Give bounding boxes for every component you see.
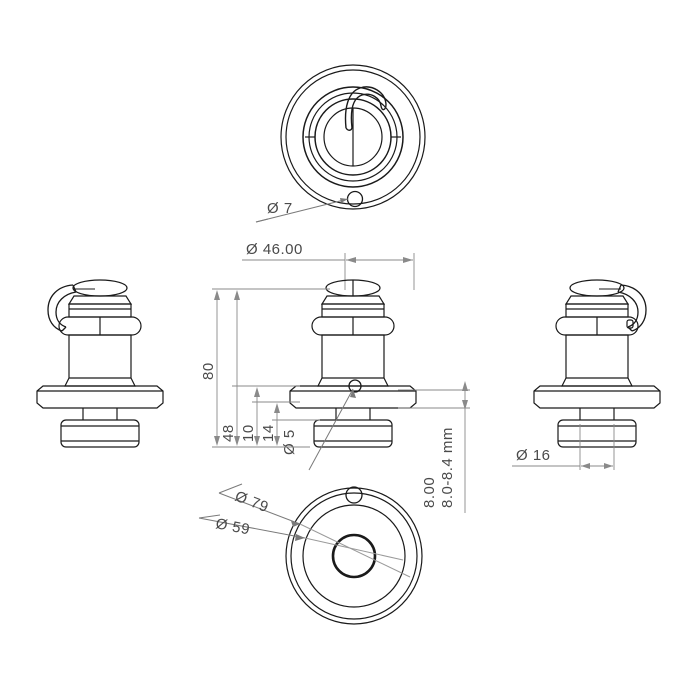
top-plan-view [280,64,426,210]
dia59-arrowhead [295,534,305,541]
left-side-view [36,279,164,448]
left-hook-bottom-cap [61,326,67,332]
dim-dia-7: Ø 7 [267,200,293,217]
dia46-arrow-right [403,257,413,263]
dim-80-arrow-bottom [214,436,220,446]
left-flange [36,385,164,409]
top-hook-foot [345,127,353,131]
top-outer-rim-circle [280,64,426,210]
dia79-arrowhead [291,521,300,527]
dim-14-arrow-top [274,403,280,413]
top-outer-rim-inner-circle [285,69,421,205]
dia5-leader-line [308,388,354,471]
dia59-leader [198,514,404,561]
top-hook-tip [380,103,387,111]
dia59-leader-shoulder [198,514,221,519]
dia79-chord-line [299,523,411,578]
dia46-arrow-left [346,257,356,263]
dia59-leader-line [198,517,306,539]
dim-height-10: 10 [240,424,257,442]
dim-dia-16: Ø 16 [516,447,551,464]
dia7-leader [255,198,349,223]
center-bottom-puck [313,419,393,448]
dia16-arrow-right [604,463,613,469]
vertical-dimension-stack [212,288,330,448]
dim-thickness-range: 8.0-8.4 mm [439,427,456,508]
right-flange [533,385,661,409]
dia7-leader-line [255,198,349,223]
dim-14-arrow-bottom [274,436,280,446]
right-hook-outer-path [620,284,647,332]
top-cap-circle [302,86,404,188]
dim-height-14: 14 [260,424,277,442]
front-center-view [289,279,417,448]
dim-thickness-arrow-top [462,381,468,391]
dia79-leader [218,483,411,578]
dia5-leader [308,388,356,471]
left-hook-outer-path [47,284,74,332]
dia7-arrowhead [340,198,348,203]
dia46-dimension [242,253,415,290]
dim-48-arrow-bottom [234,436,240,446]
left-hook-inner-path [55,291,77,328]
thickness-dimension [398,381,470,513]
bottom-pin-hole-circle [345,486,363,504]
top-hook-outer-path [344,86,387,129]
dim-dia-59: Ø 59 [214,515,251,538]
bottom-plan-view [285,486,423,625]
dim-thickness-800: 8.00 [421,477,438,508]
dim-thickness-arrow-bottom [462,400,468,410]
dia7-leader-shoulder [255,218,269,223]
right-hook-end-block [626,319,634,329]
right-bottom-puck [557,419,637,448]
dia5-arrowhead [350,389,356,398]
dim-10-arrow-top [254,387,260,397]
top-hook-inner-path [350,93,382,129]
dim-80-arrow-top [214,290,220,300]
bottom-mid-circle [302,504,406,608]
dim-height-80: 80 [200,362,217,380]
dim-height-48: 48 [220,424,237,442]
dim-dia-5: Ø 5 [281,429,298,455]
dia16-arrow-left [581,463,590,469]
bottom-outer-circle [285,487,423,625]
bottom-center-bore-circle [331,533,377,579]
dia79-leader-shoulder [218,483,243,494]
dia59-chord-line [304,537,404,561]
dim-48-arrow-top [234,290,240,300]
bottom-outer-inner-circle [290,492,418,620]
right-side-view [533,279,661,448]
dim-dia-46: Ø 46.00 [246,241,303,258]
center-dia5-hole [348,379,362,393]
dia16-dimension [512,424,615,470]
left-bottom-puck [60,419,140,448]
dia79-leader-line [218,492,301,525]
dim-10-arrow-bottom [254,436,260,446]
